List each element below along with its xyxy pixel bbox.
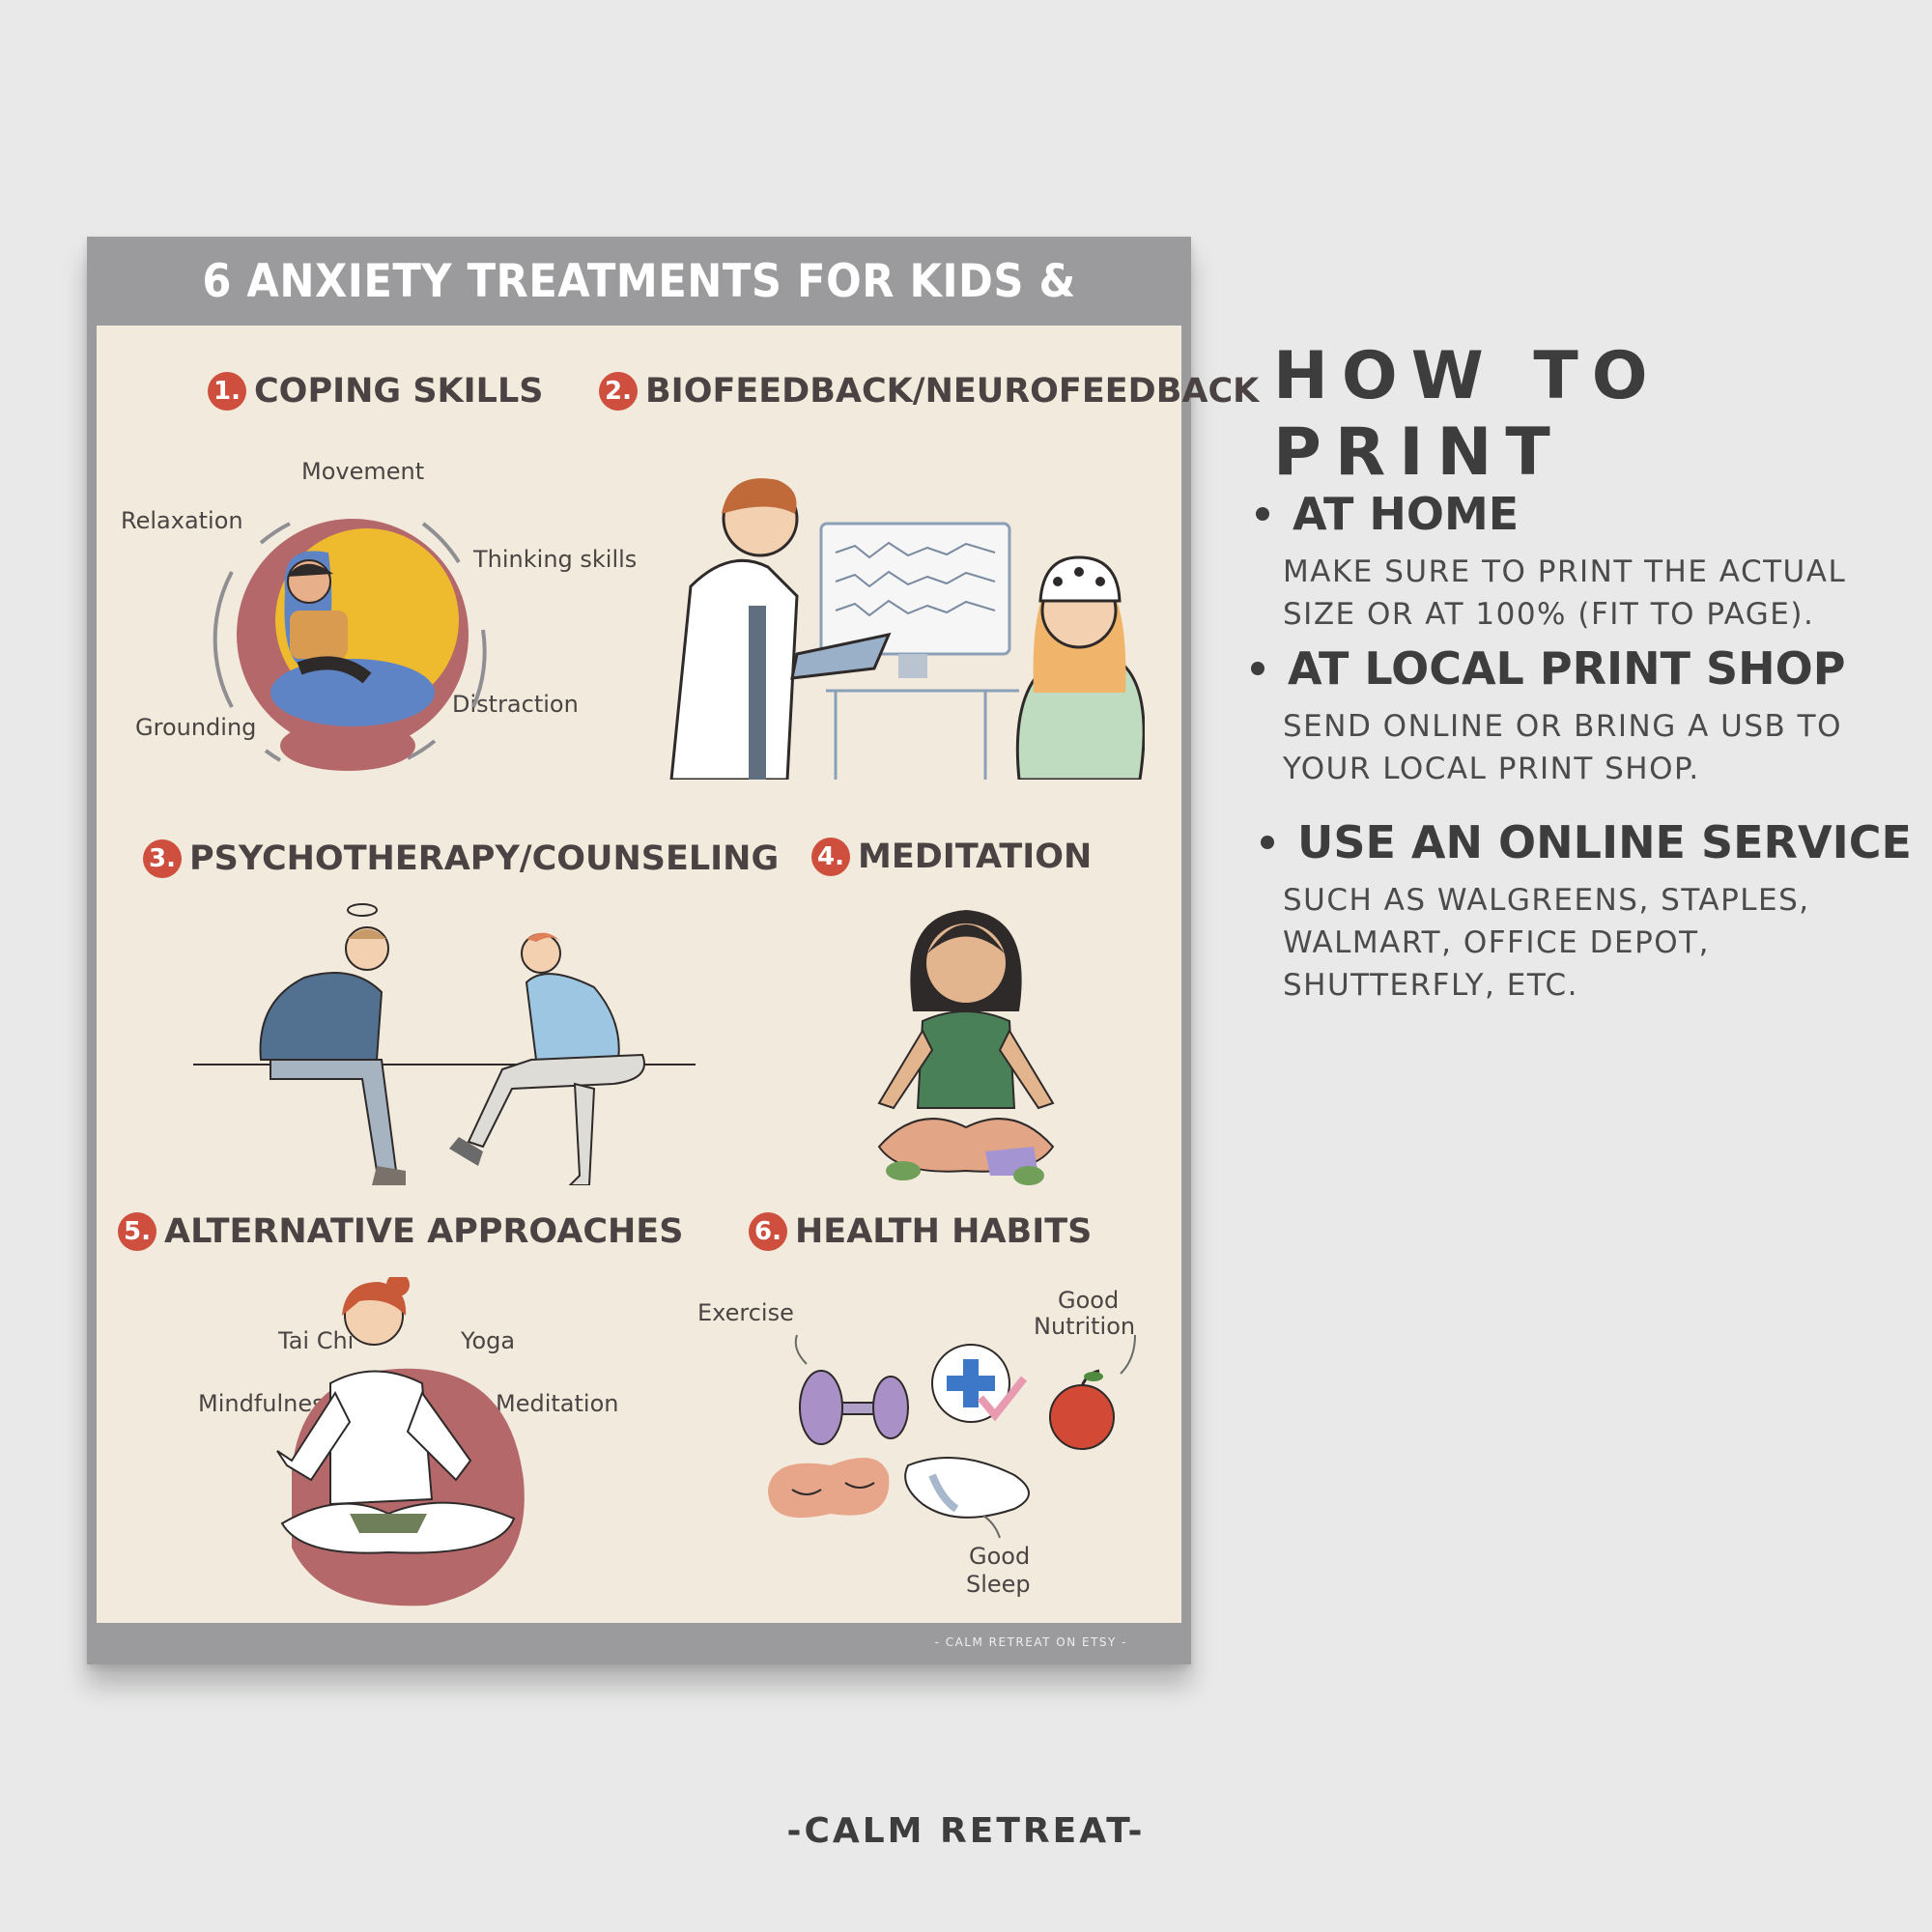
online-service-line: SHUTTERFLY, ETC. <box>1283 968 1578 1003</box>
section-title-meditation: 4. MEDITATION <box>811 838 1092 876</box>
section-title-biofeedback: 2. BIOFEEDBACK/NEUROFEEDBACK <box>599 372 1259 411</box>
section-label: PSYCHOTHERAPY/COUNSELING <box>189 839 780 878</box>
label-tai-chi: Tai Chi <box>278 1327 355 1354</box>
bullet-dot-icon <box>1251 662 1264 675</box>
section-title-psychotherapy: 3. PSYCHOTHERAPY/COUNSELING <box>143 839 779 878</box>
label-exercise: Exercise <box>697 1299 794 1326</box>
section-label: HEALTH HABITS <box>795 1212 1093 1251</box>
section-label: ALTERNATIVE APPROACHES <box>164 1212 684 1251</box>
online-service-description: SUCH AS WALGREENS, STAPLES, WALMART, OFF… <box>1283 879 1872 1007</box>
psychotherapy-illustration <box>193 903 696 1185</box>
pillow-icon <box>904 1457 1030 1519</box>
bullet-at-home: AT HOME <box>1256 488 1519 540</box>
coping-skills-illustration <box>213 519 487 771</box>
label-good-sleep-2: Sleep <box>966 1571 1031 1598</box>
label-movement: Movement <box>301 458 425 485</box>
poster: 6 ANXIETY TREATMENTS FOR KIDS & TEENS 1.… <box>87 237 1259 1664</box>
label-meditation: Meditation <box>496 1390 619 1417</box>
local-print-shop-description: SEND ONLINE OR BRING A USB TO YOUR LOCAL… <box>1283 709 1843 786</box>
bullet-heading: AT LOCAL PRINT SHOP <box>1288 642 1846 695</box>
poster-panel: 1. COPING SKILLS Movement Relaxation Thi… <box>97 326 1259 1623</box>
number-badge: 3. <box>143 839 182 878</box>
apple-icon <box>1049 1369 1115 1450</box>
section-label: MEDITATION <box>858 838 1093 876</box>
label-yoga: Yoga <box>461 1327 516 1354</box>
section-title-coping-skills: 1. COPING SKILLS <box>208 372 543 411</box>
section-label: BIOFEEDBACK/NEUROFEEDBACK <box>645 372 1260 411</box>
meditation-illustration <box>877 910 1055 1185</box>
biofeedback-illustration <box>669 478 1145 780</box>
poster-title: 6 ANXIETY TREATMENTS FOR KIDS & TEENS <box>202 255 1076 376</box>
bullet-online-service: USE AN ONLINE SERVICE <box>1261 816 1912 868</box>
brand-signature: -CALM RETREAT- <box>786 1811 1146 1851</box>
online-service-line: SUCH AS WALGREENS, STAPLES, <box>1283 883 1810 918</box>
bullet-dot-icon <box>1256 507 1269 521</box>
label-relaxation: Relaxation <box>121 507 243 534</box>
dumbbell-icon <box>799 1370 909 1445</box>
health-cross-icon <box>931 1344 1028 1423</box>
number-badge: 5. <box>118 1212 156 1251</box>
bullet-heading: AT HOME <box>1293 488 1520 540</box>
sleep-mask-icon <box>768 1458 890 1519</box>
label-grounding: Grounding <box>135 714 257 741</box>
number-badge: 6. <box>749 1212 787 1251</box>
label-good-nutrition-1: Good <box>1058 1287 1120 1314</box>
health-habits-illustration <box>768 1334 1136 1539</box>
label-good-sleep-1: Good <box>969 1543 1031 1570</box>
at-home-description: MAKE SURE TO PRINT THE ACTUAL SIZE OR AT… <box>1283 554 1847 632</box>
number-badge: 1. <box>208 372 246 411</box>
bullet-local-print-shop: AT LOCAL PRINT SHOP <box>1251 642 1845 695</box>
bullet-dot-icon <box>1261 836 1274 849</box>
number-badge: 2. <box>599 372 638 411</box>
how-to-print-title: HOW TO PRINT <box>1273 338 1662 491</box>
poster-footer: - CALM RETREAT ON ETSY - <box>934 1635 1127 1649</box>
bullet-heading: USE AN ONLINE SERVICE <box>1297 816 1912 868</box>
section-label: COPING SKILLS <box>254 372 544 411</box>
alternative-approaches-illustration <box>276 1277 525 1606</box>
section-title-health-habits: 6. HEALTH HABITS <box>749 1212 1092 1251</box>
online-service-line: WALMART, OFFICE DEPOT, <box>1283 925 1710 960</box>
section-title-alternative-approaches: 5. ALTERNATIVE APPROACHES <box>118 1212 683 1251</box>
label-good-nutrition-2: Nutrition <box>1034 1313 1136 1340</box>
label-thinking-skills: Thinking skills <box>473 546 638 573</box>
number-badge: 4. <box>811 838 850 876</box>
